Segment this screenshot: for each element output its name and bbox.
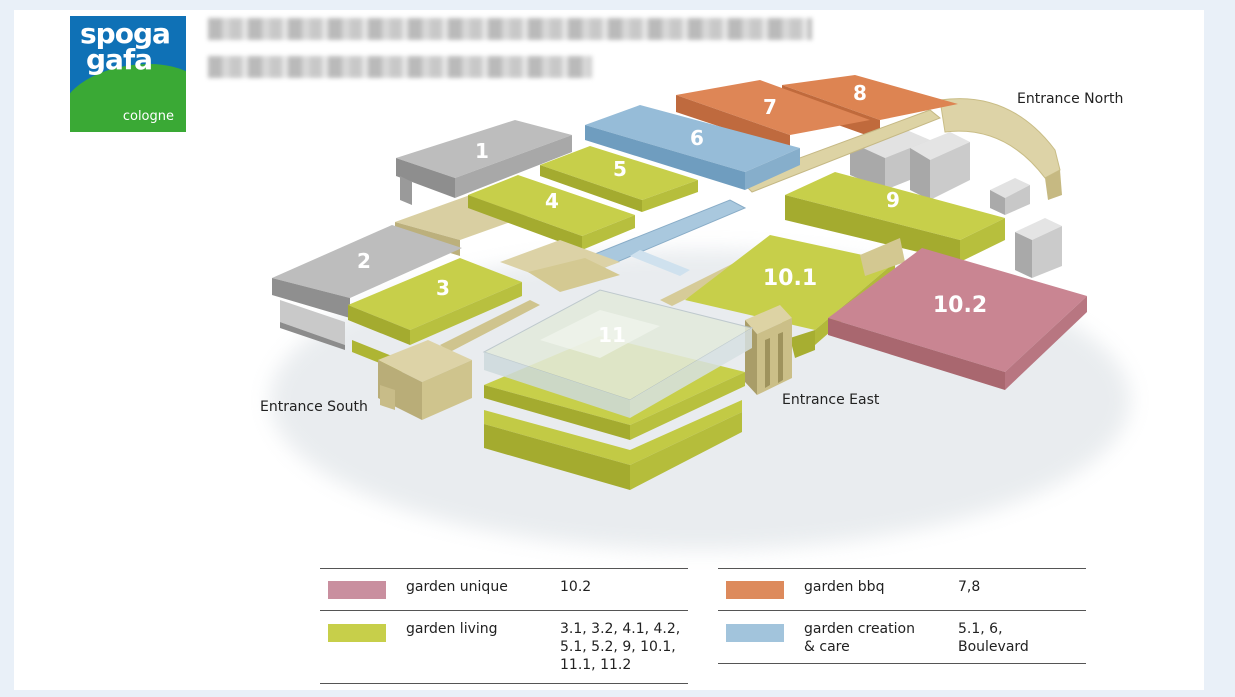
hall-9-label: 9 <box>886 188 900 212</box>
legend-name: garden bbq <box>804 579 885 595</box>
hall-11[interactable]: 11 <box>482 289 754 490</box>
hall-11-label: 11 <box>598 323 626 347</box>
hall-6[interactable]: 6 <box>585 105 800 190</box>
legend-right: garden bbq 7,8 garden creation & care 5.… <box>718 568 1086 664</box>
legend-name: garden living <box>406 621 498 637</box>
legend-halls: 5.1, 6, Boulevard <box>958 621 1029 655</box>
spoga-gafa-logo: spoga gafa cologne <box>70 16 186 132</box>
hall-7-label: 7 <box>763 95 777 119</box>
legend-halls: 7,8 <box>958 579 981 595</box>
entrance-south-label: Entrance South <box>260 399 368 415</box>
hall-7[interactable]: 7 <box>676 80 870 150</box>
hall-1-label: 1 <box>475 139 489 163</box>
legend-swatch-living <box>328 624 386 642</box>
entrance-south-building <box>378 340 472 420</box>
logo-text-cologne: cologne <box>122 109 174 124</box>
legend-swatch-bbq <box>726 581 784 599</box>
legend-swatch-unique <box>328 581 386 599</box>
legend-name: garden creation & care <box>804 621 915 655</box>
hall-1[interactable]: 1 <box>396 120 572 205</box>
legend-swatch-creation <box>726 624 784 642</box>
hall-5-label: 5 <box>613 157 627 181</box>
legend-row-garden-bbq: garden bbq 7,8 <box>718 568 1086 611</box>
hall-10-1-label: 10.1 <box>763 266 817 291</box>
hall-5[interactable]: 5 <box>540 146 698 212</box>
service-buildings <box>850 125 1062 278</box>
hall-3-label: 3 <box>436 276 450 300</box>
logo-text-spoga: spoga <box>80 17 171 50</box>
hall-9[interactable]: 9 <box>785 172 1005 276</box>
entrance-east-label: Entrance East <box>782 392 880 408</box>
legend-left: garden unique 10.2 garden living 3.1, 3.… <box>320 568 688 684</box>
hall-6-label: 6 <box>690 126 704 150</box>
hall-4-label: 4 <box>545 189 559 213</box>
hall-2[interactable]: 2 <box>272 225 462 350</box>
hall-4[interactable]: 4 <box>468 175 635 250</box>
hall-10-2-label: 10.2 <box>933 293 987 318</box>
entrance-east-building <box>745 305 792 395</box>
legend-row-garden-living: garden living 3.1, 3.2, 4.1, 4.2, 5.1, 5… <box>320 610 688 684</box>
legend-name: garden unique <box>406 579 508 595</box>
hall-8-label: 8 <box>853 81 867 105</box>
entrance-north-label: Entrance North <box>1017 91 1123 107</box>
blurred-title-line-2 <box>208 56 592 78</box>
hall-2-label: 2 <box>357 249 371 273</box>
hall-3[interactable]: 3 <box>348 258 522 372</box>
legend-row-garden-unique: garden unique 10.2 <box>320 568 688 611</box>
logo-text-gafa: gafa <box>86 43 153 76</box>
blurred-title-line-1 <box>208 18 812 40</box>
legend-halls: 3.1, 3.2, 4.1, 4.2, 5.1, 5.2, 9, 10.1, 1… <box>560 621 681 673</box>
legend-row-garden-creation: garden creation & care 5.1, 6, Boulevard <box>718 610 1086 664</box>
hall-10-2[interactable]: 10.2 <box>828 248 1087 390</box>
legend-halls: 10.2 <box>560 579 592 595</box>
connectors-tan <box>440 240 752 352</box>
